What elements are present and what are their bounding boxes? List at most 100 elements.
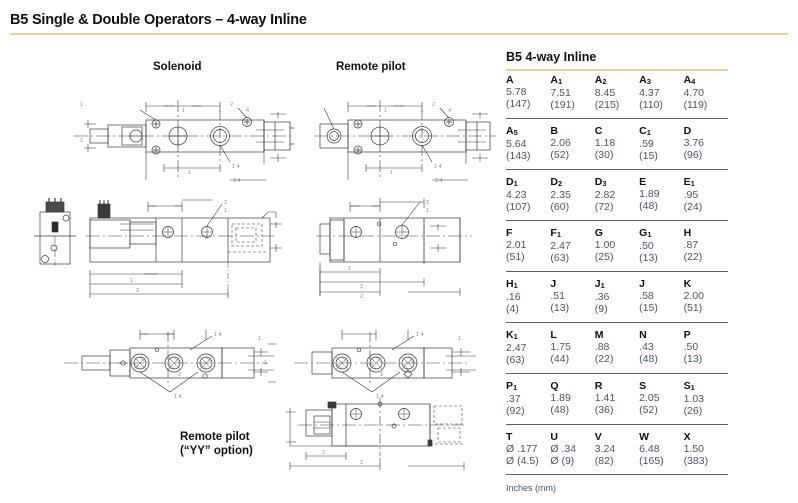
- dimension-key: C: [594, 125, 603, 137]
- drawing-solenoid-side-view: 2 1 1 2: [32, 196, 300, 304]
- dimension-millimeters: (147): [506, 98, 531, 111]
- dimension-millimeters: (36): [594, 404, 614, 417]
- svg-text:1: 1: [380, 372, 383, 378]
- svg-text:2 4: 2 4: [435, 178, 443, 184]
- dimension-inches: 2.06: [550, 137, 571, 150]
- dimension-millimeters: (48): [550, 404, 570, 417]
- svg-text:1 4: 1 4: [416, 332, 424, 338]
- svg-text:2: 2: [432, 102, 435, 108]
- svg-text:1: 1: [130, 278, 133, 284]
- dimension-millimeters: Ø (4.5): [506, 455, 539, 468]
- svg-text:1: 1: [384, 108, 387, 114]
- dimension-inches: 1.00: [594, 239, 616, 252]
- dimension-key: S1: [683, 380, 695, 392]
- svg-text:4: 4: [246, 108, 249, 114]
- dimension-cell: H.87(22): [684, 224, 728, 268]
- yy-option-label-line1: Remote pilot: [180, 431, 250, 443]
- dimension-inches: 1.89: [639, 188, 660, 201]
- table-footnote: Inches (mm): [506, 483, 557, 493]
- dimension-millimeters: (107): [506, 201, 531, 214]
- svg-text:2: 2: [80, 138, 83, 144]
- drawing-yy-option-view: 2 2: [284, 398, 484, 472]
- dimension-inches: 2.47: [550, 240, 571, 253]
- dimension-millimeters: (9): [594, 303, 608, 316]
- svg-text:1: 1: [182, 108, 185, 114]
- dimension-inches: 2.82: [594, 189, 616, 202]
- dimension-millimeters: (4): [506, 303, 519, 316]
- dimension-millimeters: (110): [639, 99, 663, 112]
- dimension-key: A1: [550, 74, 563, 86]
- dimension-millimeters: (82): [594, 455, 614, 468]
- table-row-divider-cell: [506, 217, 728, 224]
- dimension-inches: 1.50: [683, 443, 704, 456]
- dimension-inches: .95: [683, 189, 699, 202]
- dimension-millimeters: Ø (9): [550, 455, 575, 468]
- dimension-inches: 4.70: [683, 87, 704, 100]
- dimension-millimeters: (52): [550, 149, 570, 162]
- dimension-millimeters: (96): [683, 149, 703, 162]
- svg-text:1 4: 1 4: [376, 394, 384, 400]
- table-row-divider-cell: [506, 166, 728, 173]
- dimension-key: J: [550, 278, 557, 290]
- dimension-key: F1: [550, 227, 561, 239]
- dimension-millimeters: (165): [639, 455, 664, 468]
- dimension-inches: .37: [506, 393, 521, 406]
- dimension-inches: 6.48: [639, 443, 660, 456]
- dimension-key: W: [639, 431, 650, 443]
- dimension-key: H1: [506, 278, 518, 290]
- dimension-inches: 2.01: [506, 239, 527, 252]
- table-row-divider: [506, 166, 728, 173]
- dimension-millimeters: (48): [639, 200, 658, 213]
- dimension-millimeters: (30): [594, 149, 614, 162]
- dimension-key: C1: [639, 125, 651, 137]
- dimension-inches: .50: [639, 240, 654, 253]
- dimension-cell: J1.36(9): [595, 275, 639, 319]
- dimension-millimeters: (15): [639, 302, 658, 315]
- dimension-millimeters: (44): [550, 353, 570, 366]
- table-title: B5 4-way Inline: [506, 50, 597, 64]
- svg-text:1: 1: [258, 336, 261, 342]
- dimension-inches: 1.75: [550, 341, 571, 354]
- svg-text:2: 2: [426, 200, 429, 206]
- svg-text:2: 2: [360, 294, 363, 300]
- dimension-cell: N.43(48): [639, 326, 683, 370]
- dimension-key: A4: [683, 74, 696, 86]
- dimension-millimeters: (60): [550, 201, 570, 214]
- dimension-millimeters: (63): [506, 354, 525, 367]
- table-bottom-divider-cell: [506, 471, 728, 478]
- dimension-millimeters: (48): [639, 353, 658, 366]
- dimension-key: G1: [639, 227, 652, 239]
- svg-text:1: 1: [264, 360, 267, 366]
- svg-text:2: 2: [360, 460, 363, 466]
- svg-text:1: 1: [348, 266, 351, 272]
- dimension-millimeters: (13): [639, 252, 658, 265]
- svg-text:1: 1: [458, 336, 461, 342]
- table-row-divider: [506, 319, 728, 326]
- table-row-divider-cell: [506, 370, 728, 377]
- dimension-key: M: [594, 329, 604, 341]
- dimension-inches: 1.41: [594, 392, 616, 405]
- dimension-key: V: [594, 431, 602, 443]
- dimension-inches: 2.47: [506, 342, 527, 355]
- dimension-key: D: [683, 125, 692, 137]
- dimension-cell: P1.37(92): [506, 377, 550, 421]
- dimension-key: X: [683, 431, 691, 443]
- drawing-remote-pilot-top-view: 2 4 1 4 2 4 1 1: [312, 92, 497, 187]
